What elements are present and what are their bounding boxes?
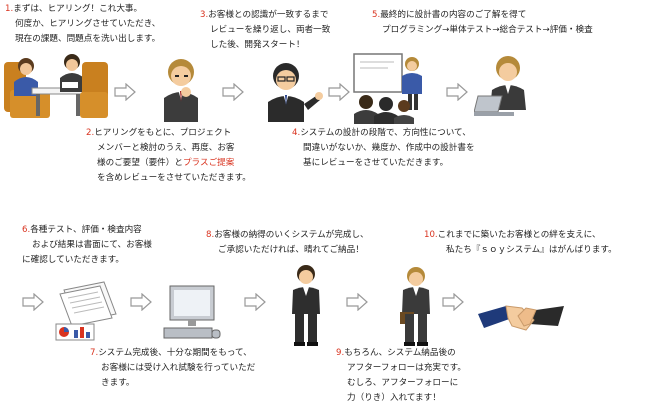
right-arrow-icon	[328, 83, 350, 101]
right-arrow-icon	[244, 293, 266, 311]
right-arrow-icon	[22, 293, 44, 311]
meeting-illustration	[4, 54, 108, 118]
step-4-text: 4.システムの設計の段階で、方向性について、 間違いがないか、幾度か、作成中の設…	[292, 128, 475, 168]
step-9-text: 9.もちろん、システム納品後の アフターフォローは充実です。 むしろ、アフターフ…	[336, 348, 466, 403]
right-arrow-icon	[114, 83, 136, 101]
step-6-text: 6.各種テスト、評価・検査内容 および結果は書面にて、お客様 に確認していただき…	[22, 225, 152, 265]
step-1-text: 1.まずは、ヒアリング！これ大事。 何度か、ヒアリングさせていただき、 現在の課…	[5, 4, 161, 44]
handshake-illustration	[478, 305, 564, 331]
step-8-text: 8.お客様の納得のいくシステムが完成し、 ご承認いただければ、晴れてご納品！	[206, 230, 369, 255]
right-arrow-icon	[442, 293, 464, 311]
documents-illustration	[55, 281, 117, 341]
presenter-man-illustration	[268, 63, 323, 122]
right-arrow-icon	[130, 293, 152, 311]
laptop-worker-illustration	[474, 56, 526, 116]
step-3-text: 3.お客様との認識が一致するまで レビューを繰り返し、両者一致 した後、開発スタ…	[200, 10, 331, 50]
step-2-text: 2.ヒアリングをもとに、プロジェクト メンバーと検討のうえ、再度、お客 様のご要…	[86, 128, 251, 183]
plus-proposal-highlight: プラスご提案	[182, 158, 235, 168]
right-arrow-icon	[222, 83, 244, 101]
step-7-text: 7.システム完成後、十分な期間をもって、 お客様には受け入れ試験を行っていただ …	[90, 348, 256, 388]
step-10-text: 10.これまでに築いたお客様との絆を支えに、 私たち『ｓｏｙシステム』はがんばり…	[424, 230, 617, 255]
businessman-standing-illustration	[292, 265, 320, 346]
right-arrow-icon	[446, 83, 468, 101]
desktop-computer-illustration	[163, 285, 221, 339]
businessman-bowing-illustration	[400, 267, 430, 346]
thinking-man-illustration	[164, 59, 198, 122]
step-5-text: 5.最終的に設計書の内容のご了解を得て プログラミング→単体テスト→総合テスト→…	[372, 10, 593, 35]
right-arrow-icon	[346, 293, 368, 311]
whiteboard-team-illustration	[353, 53, 422, 124]
